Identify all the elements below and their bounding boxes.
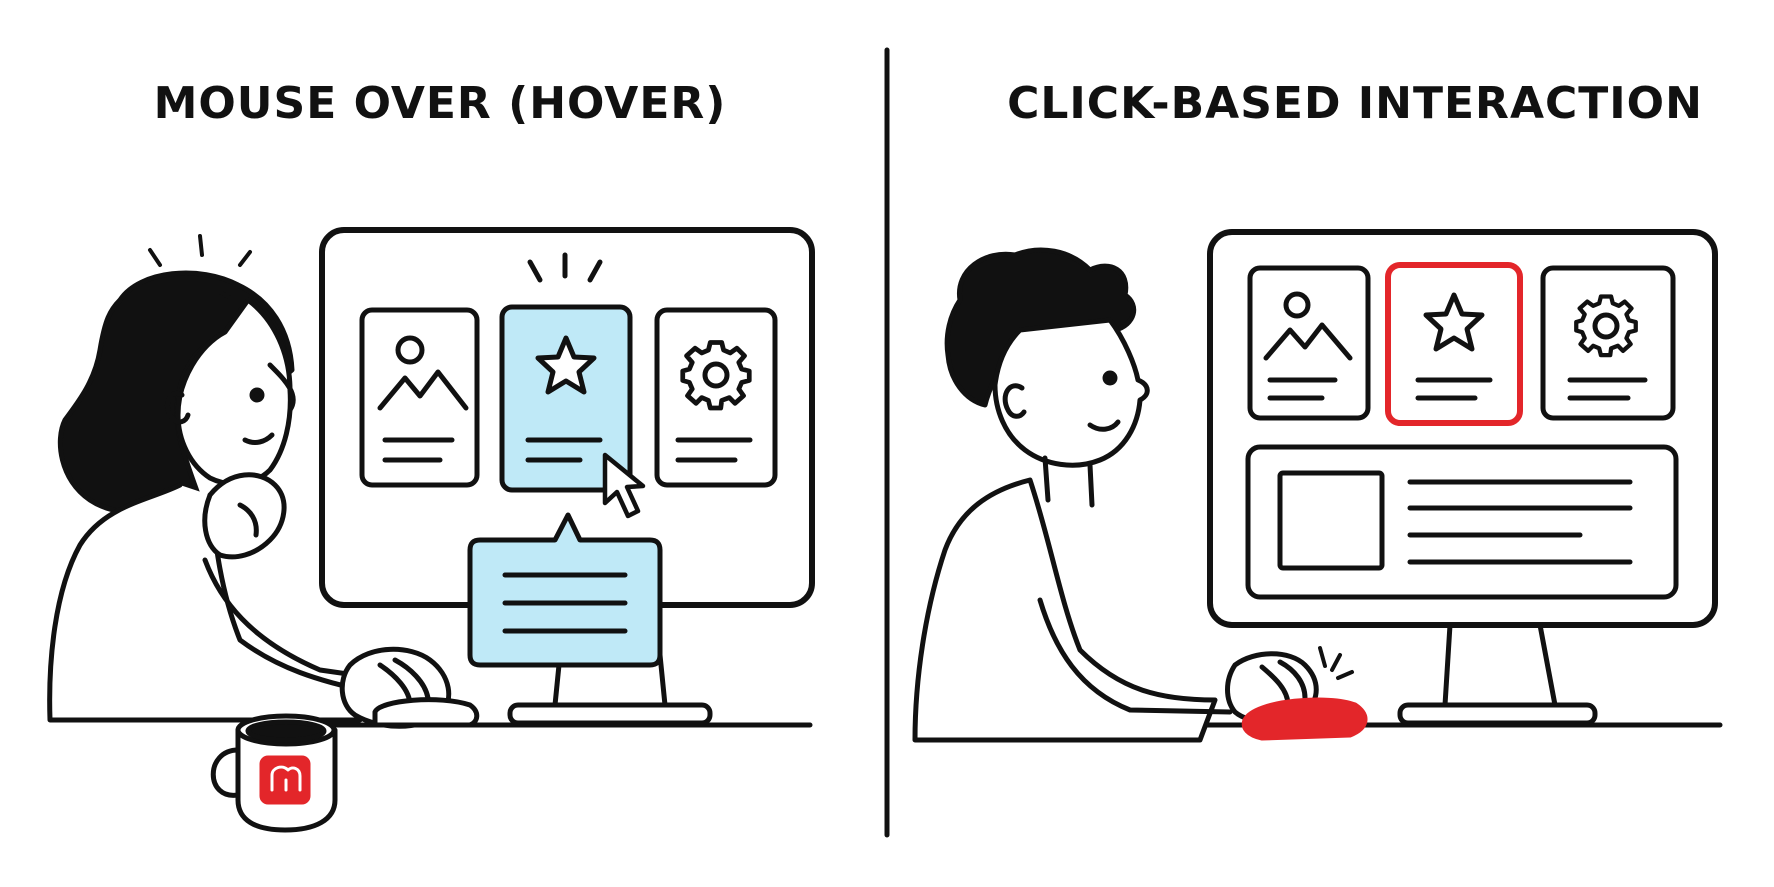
gear-icon (1574, 294, 1638, 358)
elephant-logo-icon (259, 755, 311, 805)
detail-panel (1245, 444, 1679, 600)
card-gear-left (654, 307, 778, 488)
gear-icon (680, 340, 752, 411)
hover-scene (47, 227, 815, 833)
image-icon (1263, 291, 1353, 361)
panel-title-click: CLICK-BASED INTERACTION (1007, 78, 1703, 129)
man-body (912, 477, 1218, 743)
click-burst (1318, 646, 1354, 680)
click-scene (912, 229, 1723, 743)
computer-mouse-left (372, 697, 480, 728)
star-icon (1423, 292, 1485, 352)
man-face (992, 317, 1150, 468)
card-image-right (1247, 265, 1371, 421)
image-icon (377, 335, 469, 411)
mouse-cursor-icon (602, 452, 646, 519)
card-gear-right (1540, 265, 1676, 421)
man-figure (912, 247, 1368, 743)
star-icon (535, 335, 597, 395)
computer-mouse-right-clicked (1241, 697, 1368, 741)
panel-title-hover: MOUSE OVER (HOVER) (153, 78, 727, 129)
card-image-left (359, 307, 480, 488)
woman-figure (47, 234, 480, 729)
monitor-stand-right (1397, 622, 1598, 726)
coffee-mug (210, 713, 338, 833)
hover-tooltip (467, 512, 663, 668)
card-star-right-selected (1385, 262, 1523, 426)
card-star-left-hovered (499, 252, 633, 493)
